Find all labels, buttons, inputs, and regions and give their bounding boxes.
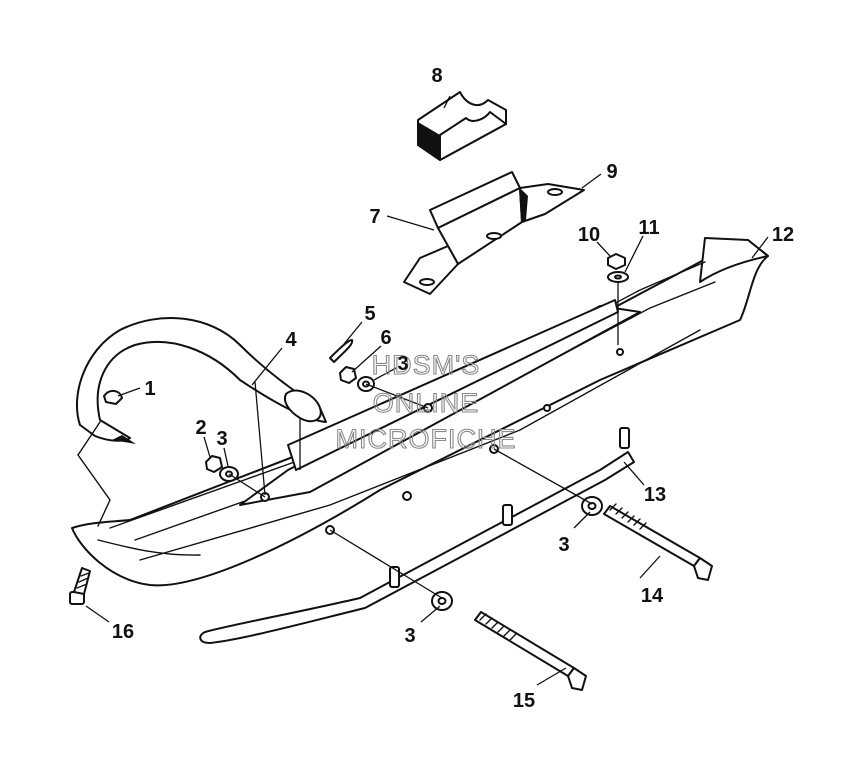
callout-13: 13 xyxy=(644,484,666,506)
callout-2: 2 xyxy=(195,417,206,439)
callout-5: 5 xyxy=(364,303,375,325)
long-bolts xyxy=(474,503,713,691)
wear-bar xyxy=(199,427,635,644)
callout-15: 15 xyxy=(513,690,535,712)
callout-3-right: 3 xyxy=(558,534,569,556)
callout-8: 8 xyxy=(431,65,442,87)
callout-9: 9 xyxy=(606,161,617,183)
leader-lines xyxy=(85,95,769,686)
callout-3-left: 3 xyxy=(216,428,227,450)
ski-saddle xyxy=(417,91,507,161)
callout-1: 1 xyxy=(144,378,155,400)
watermark: HDSM'S ONLINE MICROFICHE xyxy=(335,349,517,454)
callout-11: 11 xyxy=(638,217,659,239)
callout-3-upper: 3 xyxy=(397,353,408,375)
watermark-line-1: HDSM'S xyxy=(372,350,481,380)
callout-3-bottom: 3 xyxy=(404,625,415,647)
callout-4: 4 xyxy=(285,329,297,351)
ski-bracket xyxy=(403,171,585,295)
ski-body xyxy=(71,237,769,587)
callout-10: 10 xyxy=(578,224,600,246)
callout-6: 6 xyxy=(380,327,391,349)
watermark-line-2: ONLINE xyxy=(373,388,480,418)
callout-16: 16 xyxy=(112,621,134,643)
callout-7: 7 xyxy=(369,206,380,228)
callouts: 1 2 3 4 5 6 3 7 8 9 10 11 12 13 3 14 3 1… xyxy=(112,65,794,712)
ski-handle-loop xyxy=(75,317,327,527)
watermark-line-3: MICROFICHE xyxy=(336,424,517,454)
callout-14: 14 xyxy=(641,585,664,607)
callout-12: 12 xyxy=(772,224,794,246)
